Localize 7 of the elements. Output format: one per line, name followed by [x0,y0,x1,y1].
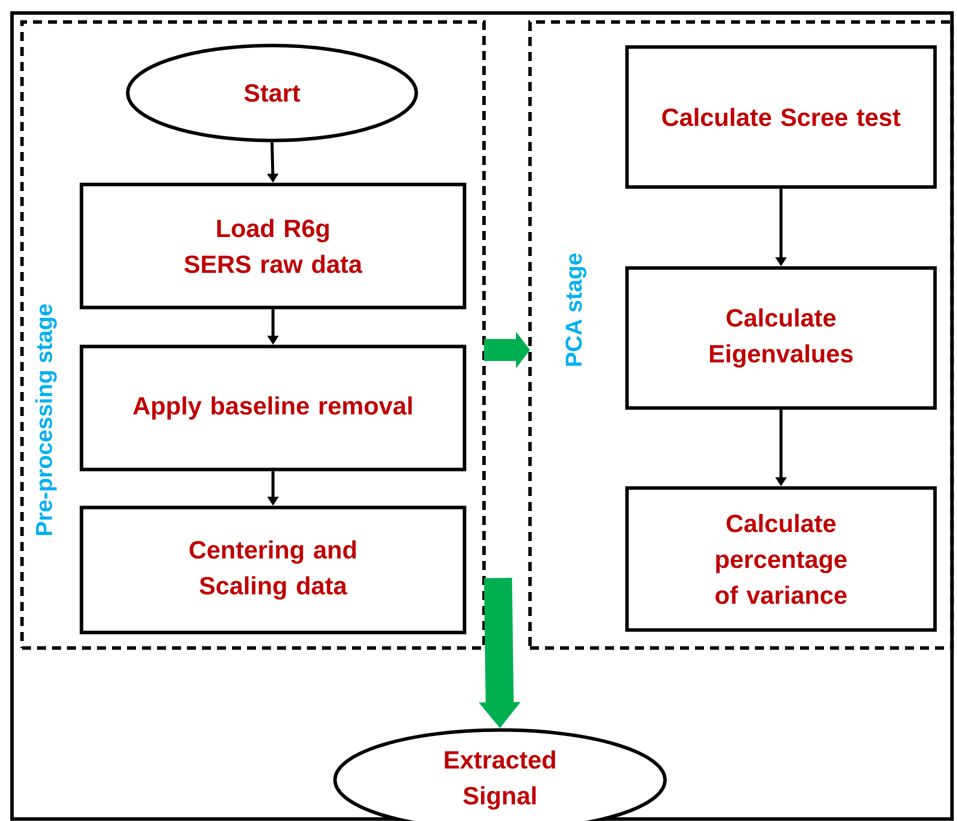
process-box: Load R6g SERS raw data [80,182,466,310]
process-box: Apply baseline removal [80,344,466,472]
process-box: Calculate Eigenvalues [625,266,937,410]
process-box: Calculate percentage of variance [625,486,937,632]
process-box: Centering and Scaling data [80,506,466,634]
node-label: Extracted Signal [444,750,556,810]
process-box: Calculate Scree test [625,45,937,189]
